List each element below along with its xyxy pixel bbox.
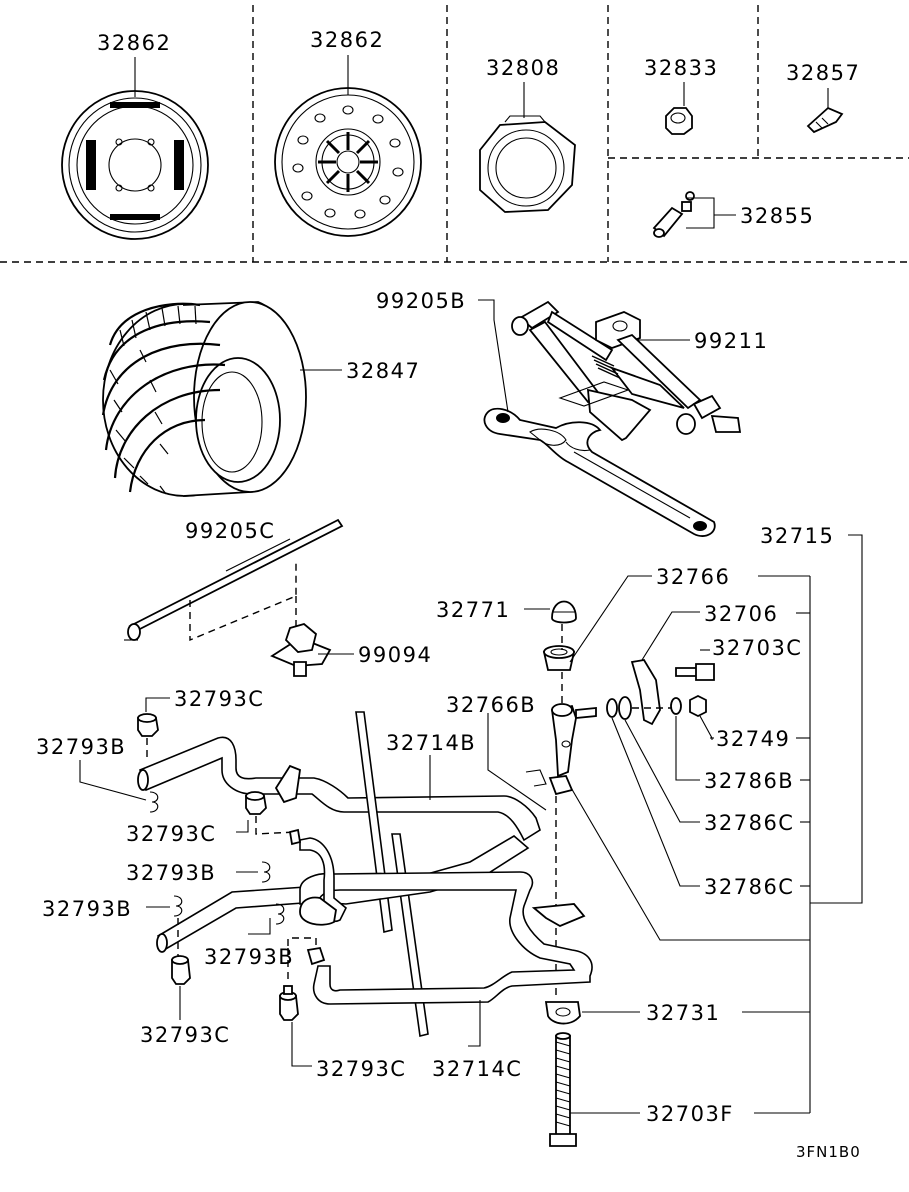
bolt-icon	[171, 955, 191, 985]
leader-line	[686, 197, 715, 229]
leader-line	[478, 299, 509, 413]
part-label: 32749	[716, 727, 790, 751]
leader-line	[699, 715, 713, 740]
part-label: 32847	[346, 359, 420, 383]
part-label: 32793B	[36, 735, 126, 759]
part-label: 99205C	[185, 519, 275, 543]
diagram-code: 3FN1B0	[796, 1143, 861, 1161]
dashed-guide	[255, 816, 297, 846]
lug-nut-icon	[665, 107, 693, 135]
bolt-icon	[549, 1032, 577, 1147]
part-label: 32833	[644, 56, 718, 80]
rod-icon	[124, 518, 344, 641]
part-label: 32703C	[712, 636, 802, 660]
part-label: 32715	[760, 524, 834, 548]
clip-icon	[149, 791, 159, 813]
cap-icon	[551, 600, 577, 624]
part-label: 32766	[656, 565, 730, 589]
jack-handle-icon	[483, 407, 716, 537]
clip-icon	[173, 895, 183, 917]
part-label: 32786B	[704, 769, 794, 793]
part-label: 32793C	[140, 1023, 230, 1047]
bracket-icon	[156, 835, 593, 1005]
part-label: 32793C	[126, 822, 216, 846]
part-label: 32731	[646, 1001, 720, 1025]
part-label: 32857	[786, 61, 860, 85]
bracket-icon	[544, 1001, 581, 1025]
dashed-guide	[189, 560, 297, 642]
part-label: 32706	[704, 602, 778, 626]
valve-stem-icon	[652, 191, 695, 238]
leader-line	[236, 820, 249, 833]
bolt-icon	[279, 985, 299, 1021]
bushing-icon	[542, 645, 576, 671]
section-dividers	[0, 5, 909, 263]
valve-icon	[806, 106, 844, 134]
leader-line	[641, 611, 700, 661]
wheel-cap-icon	[479, 115, 576, 213]
dashed-guide	[287, 937, 317, 950]
leader-line	[145, 697, 170, 712]
steel-wheel-icon	[274, 87, 422, 237]
part-label: 32786C	[704, 875, 794, 899]
bolt-icon	[675, 663, 715, 681]
leader-line	[569, 785, 810, 941]
leader-line	[487, 713, 547, 811]
clip-icon	[261, 828, 302, 883]
leader-line	[569, 575, 652, 663]
part-label: 32714C	[432, 1057, 522, 1081]
part-label: 32793B	[126, 861, 216, 885]
rod-icon	[137, 736, 541, 842]
part-label: 32703F	[646, 1102, 734, 1126]
part-label: 32771	[436, 598, 510, 622]
part-label: 32793B	[204, 945, 294, 969]
leader-line	[675, 716, 700, 781]
washer-icon	[606, 694, 707, 720]
leader-line	[810, 534, 863, 904]
clip-icon	[270, 623, 332, 677]
part-label: 32793C	[174, 687, 264, 711]
part-label: 32766B	[446, 693, 536, 717]
part-label: 99205B	[376, 289, 466, 313]
leader-line	[79, 760, 147, 801]
wheel-rim-icon	[61, 90, 209, 240]
part-label: 32714B	[386, 731, 476, 755]
hook-icon	[525, 703, 597, 796]
part-label: 99094	[358, 643, 432, 667]
leader-line	[624, 719, 700, 823]
part-label: 32786C	[704, 811, 794, 835]
clip-icon	[275, 903, 285, 925]
leader-line	[611, 717, 700, 887]
part-label: 32862	[310, 28, 384, 52]
part-label: 32808	[486, 56, 560, 80]
bracket-icon	[630, 659, 661, 726]
bolt-icon	[245, 791, 267, 815]
part-label: 32855	[740, 204, 814, 228]
leader-line	[468, 1000, 481, 1047]
part-label: 32793B	[42, 897, 132, 921]
part-label: 99211	[694, 329, 768, 353]
jack-icon	[511, 300, 742, 442]
bolt-icon	[137, 713, 159, 737]
leader-line	[291, 1022, 312, 1067]
part-label: 32793C	[316, 1057, 406, 1081]
leader-line	[248, 918, 271, 935]
tire-icon	[101, 301, 307, 497]
leader-line	[225, 538, 291, 572]
part-label: 32862	[97, 31, 171, 55]
